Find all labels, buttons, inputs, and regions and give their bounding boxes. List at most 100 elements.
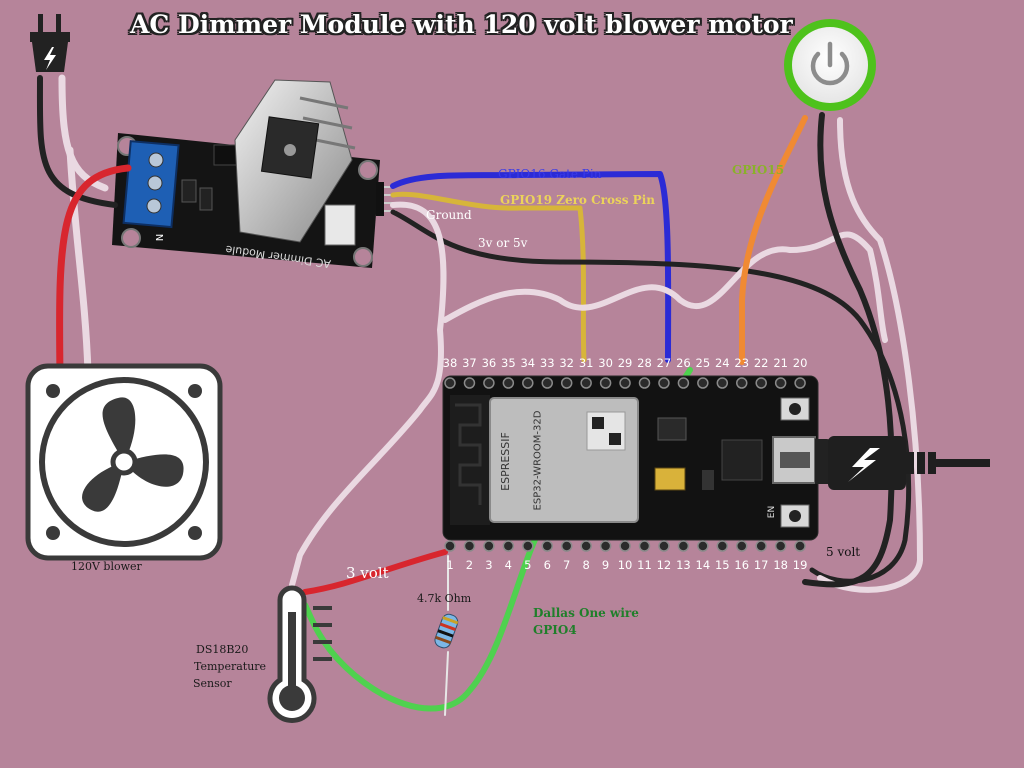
dallas-label-line2: GPIO4: [533, 623, 577, 637]
header-pin: [736, 540, 748, 552]
pin-number: 18: [773, 558, 788, 572]
pin-number: 13: [676, 558, 691, 572]
header-pin: [463, 377, 476, 389]
header-pin: [716, 377, 729, 389]
header-pin: [658, 377, 670, 389]
header-pin: [658, 540, 670, 552]
sensor-label-line1: DS18B20: [196, 643, 249, 656]
wire-red-blower: [56, 164, 132, 379]
header-pin: [794, 540, 806, 552]
wire-zero-cross-yellow: [390, 191, 587, 363]
header-pin: [599, 540, 612, 552]
pin-number: 35: [501, 356, 516, 370]
header-pin: [774, 540, 787, 552]
header-pin: [599, 377, 612, 389]
pin-number: 27: [656, 356, 672, 370]
blower-label: 120V blower: [71, 560, 142, 573]
pin-number: 2: [465, 558, 474, 572]
header-pin: [716, 540, 729, 552]
wire-3v-red: [302, 549, 448, 595]
header-pin: [774, 377, 787, 389]
pin-number: 6: [543, 558, 551, 572]
button-gpio-label: GPIO15: [732, 163, 785, 177]
pin-number: 12: [656, 558, 672, 572]
pin-number: 24: [714, 356, 730, 370]
header-pin: [619, 377, 631, 389]
header-pin: [560, 377, 573, 389]
power-button: [784, 19, 876, 111]
wire-white-loop: [442, 231, 888, 343]
wire-ground-black: [390, 209, 912, 584]
pin-number: 37: [462, 356, 477, 370]
pin-number: 20: [792, 356, 808, 370]
pin-number: 7: [563, 558, 571, 572]
wire-power-white: [817, 117, 923, 593]
thermometer-icon: [267, 585, 332, 723]
pin-number: 25: [695, 356, 711, 370]
pin-number: 16: [734, 558, 750, 572]
header-pin: [677, 377, 690, 389]
five-volt-label: 5 volt: [826, 545, 861, 559]
pin-number: 17: [753, 558, 769, 572]
wire-plug-black: [36, 75, 118, 208]
header-pin: [541, 377, 553, 389]
pin-number: 36: [481, 356, 497, 370]
usb-plug-icon: [815, 436, 990, 490]
pin-number: 4: [504, 558, 512, 572]
bottom-pin-header: [444, 540, 806, 552]
pin-number: 11: [637, 558, 652, 572]
header-pin: [638, 377, 651, 389]
ground-label: Ground: [426, 208, 472, 222]
pin-number: 22: [753, 356, 769, 370]
top-pin-header: [444, 377, 806, 389]
header-pin: [522, 540, 534, 552]
header-pin: [541, 540, 553, 552]
diagram-title: AC Dimmer Module with 120 volt blower mo…: [130, 10, 793, 39]
resistor: [434, 613, 459, 649]
pin-number: 19: [792, 558, 808, 572]
pin-number: 1: [446, 558, 454, 572]
header-pin: [444, 540, 456, 552]
pin-number: 9: [601, 558, 610, 572]
pin-number: 30: [598, 356, 613, 370]
power-icon: [810, 41, 850, 86]
header-pin: [755, 540, 767, 552]
header-pin: [580, 377, 592, 389]
header-pin: [755, 377, 767, 389]
pin-number: 15: [714, 558, 730, 572]
en-button-label: EN: [767, 505, 778, 519]
pin-number: 28: [637, 356, 652, 370]
fan-icon: [25, 363, 223, 561]
wire-power-black: [802, 112, 895, 588]
wire-vcc-white: [289, 201, 447, 588]
three-volt-label: 3 volt: [346, 564, 389, 582]
wire-plug-to-blower-white: [66, 146, 92, 376]
header-pin: [638, 540, 651, 552]
pin-number: 26: [676, 356, 691, 370]
header-pin: [677, 540, 690, 552]
header-pin: [794, 377, 806, 389]
sensor-label-line2: Temperature: [194, 660, 267, 673]
pin-number: 33: [539, 356, 555, 370]
pin-number: 32: [559, 356, 574, 370]
dallas-label-line1: Dallas One wire: [533, 606, 639, 620]
pin-number: 29: [617, 356, 633, 370]
header-pin: [580, 540, 592, 552]
pin-number: 34: [520, 356, 536, 370]
header-pin: [697, 377, 709, 389]
zero-cross-pin-label: GPIO19 Zero Cross Pin: [500, 193, 655, 207]
chip-brand-label: ESPRESSIF: [498, 432, 512, 491]
header-pin: [560, 540, 573, 552]
vcc-label: 3v or 5v: [478, 236, 528, 250]
pin-number: 38: [442, 356, 458, 370]
pin-number: 14: [695, 558, 711, 572]
ac-dimmer-module: [112, 79, 396, 268]
pin-number: 10: [617, 558, 633, 572]
esp32-board: [442, 375, 819, 552]
lightning-icon: [848, 448, 880, 482]
pin-number: 31: [578, 356, 594, 370]
header-pin: [619, 540, 631, 552]
